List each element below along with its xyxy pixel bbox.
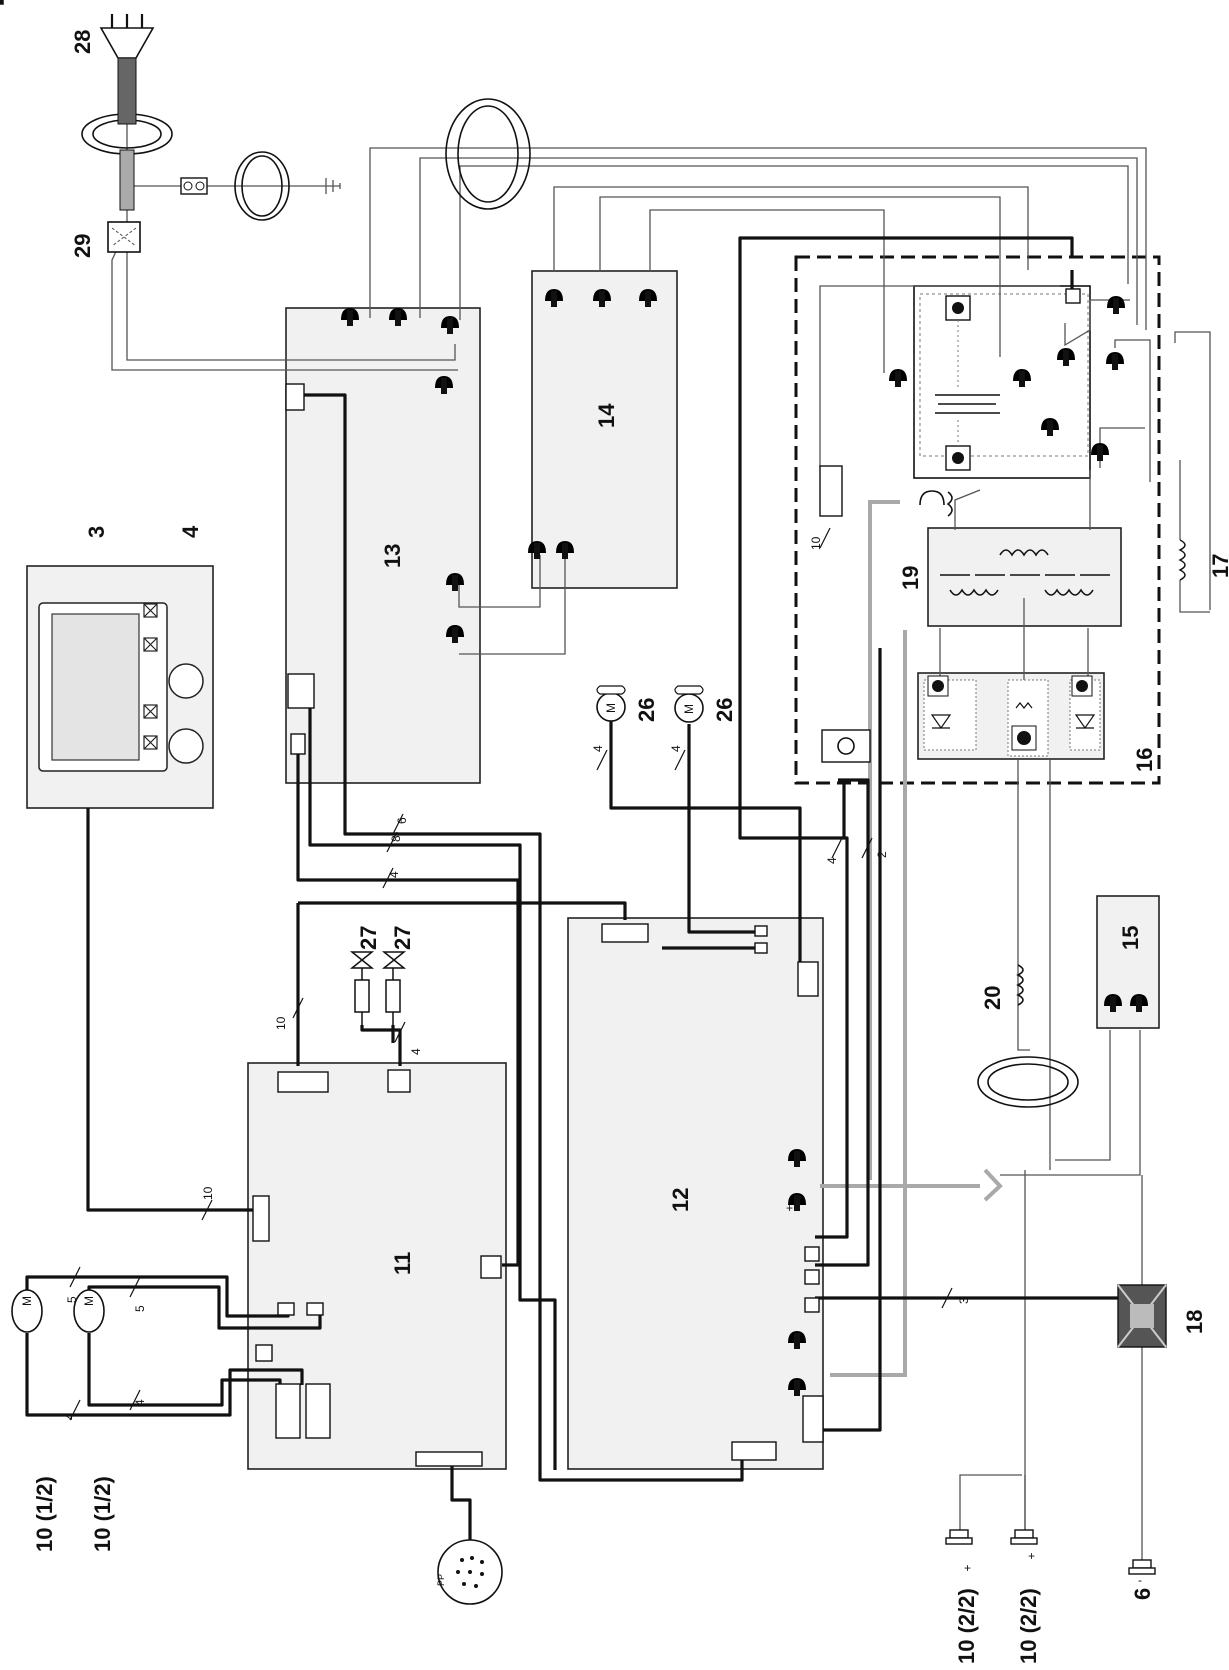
plus-1: + — [964, 1561, 971, 1575]
label-27b: 27 — [390, 926, 415, 950]
dot-plus: + — [786, 1201, 793, 1215]
ground-terminal-icon — [180, 177, 208, 195]
relay-internals — [935, 295, 1000, 471]
wire-count-ticks — [69, 527, 953, 1421]
count-4-mid: 4 — [387, 871, 401, 878]
connectors — [252, 288, 1081, 1467]
count-right-10: 10 — [809, 536, 823, 550]
count-4a: 4 — [63, 1413, 77, 1420]
label-3: 3 — [84, 526, 109, 538]
output-terminals — [945, 1529, 1156, 1575]
label-11: 11 — [390, 1252, 415, 1275]
label-15: 15 — [1118, 926, 1143, 950]
label-26a: 26 — [634, 698, 659, 722]
fan-26-icon — [596, 685, 704, 723]
count-right-2: 2 — [875, 851, 889, 858]
count-4b: 4 — [133, 1399, 147, 1406]
label-20: 20 — [980, 986, 1005, 1010]
component-18-icon — [1117, 1284, 1167, 1348]
thin-wires — [111, 48, 1211, 1560]
probe-pp: PP — [436, 1574, 446, 1586]
fan-m-1: M — [604, 703, 618, 713]
count-display: 10 — [201, 1186, 215, 1200]
board-14 — [531, 270, 678, 589]
fan-m-2: M — [682, 704, 696, 714]
label-10a: 10 (1/2) — [32, 1476, 57, 1552]
count-top-10: 10 — [274, 1016, 288, 1030]
transformer-19-coils — [919, 490, 1110, 596]
label-26b: 26 — [712, 698, 737, 722]
count-right-4: 4 — [825, 857, 839, 864]
count-8: 8 — [389, 835, 403, 842]
plus-2: + — [1028, 1549, 1035, 1563]
label-17: 17 — [1208, 554, 1229, 578]
count-6: 6 — [395, 817, 409, 824]
label-10b: 10 (1/2) — [90, 1476, 115, 1552]
label-13: 13 — [380, 544, 405, 568]
choke-20-icon — [1016, 964, 1024, 1006]
box-15 — [1096, 895, 1160, 1029]
probe-pp-icon — [437, 1539, 503, 1605]
label-14: 14 — [594, 403, 619, 428]
enclosure-16-dashed — [794, 255, 1161, 785]
valve-27-icon — [349, 951, 407, 1025]
relay-box — [913, 285, 1091, 479]
label-10c: 10 (2/2) — [954, 1588, 979, 1664]
motor-m-2: M — [82, 1296, 96, 1306]
label-12: 12 — [668, 1188, 693, 1212]
motor-10-icon — [11, 1289, 105, 1333]
label-18: 18 — [1182, 1310, 1207, 1334]
minus-sign: - — [1138, 1573, 1142, 1587]
board-12 — [567, 917, 824, 1470]
label-19: 19 — [898, 566, 923, 590]
grey-wires — [820, 500, 1003, 1377]
count-fan-4b: 4 — [669, 745, 683, 752]
count-fan-4a: 4 — [591, 745, 605, 752]
count-5b: 5 — [133, 1305, 147, 1312]
plug-28-icon — [99, 14, 155, 211]
label-29: 29 — [70, 234, 95, 258]
ferrite-toroids — [81, 98, 1079, 1108]
labels: 28 29 3 4 13 14 11 12 15 16 17 18 19 20 … — [20, 30, 1229, 1664]
label-4: 4 — [178, 525, 203, 538]
rectifier-16-diodes — [923, 675, 1101, 757]
switch-29-icon — [107, 221, 141, 253]
label-27a: 27 — [356, 926, 381, 950]
board-3-4-display — [26, 565, 214, 809]
motor-m-1: M — [20, 1296, 34, 1306]
count-5a: 5 — [65, 1296, 79, 1303]
label-6: 6 — [1130, 1588, 1155, 1600]
label-16: 16 — [1132, 748, 1157, 772]
spade-terminals — [0, 0, 4, 5]
label-10d: 10 (2/2) — [1016, 1588, 1041, 1664]
count-valves-4: 4 — [409, 1048, 423, 1055]
label-28: 28 — [70, 30, 95, 54]
count-3: 3 — [957, 1297, 971, 1304]
